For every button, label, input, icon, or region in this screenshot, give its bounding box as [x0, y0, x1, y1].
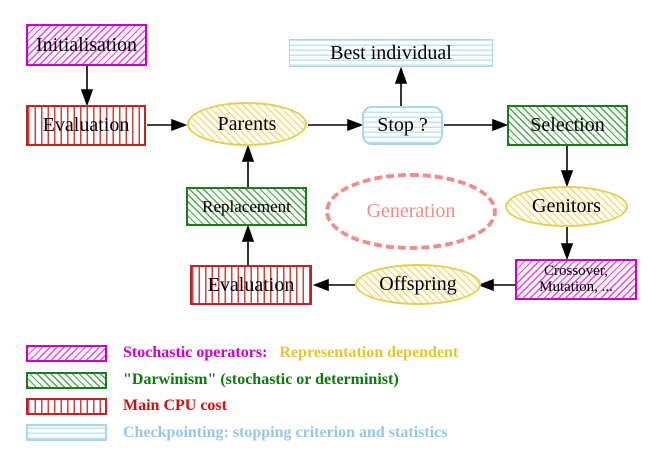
- node-evaluation-bottom: Evaluation: [190, 265, 312, 305]
- node-crossover-label-line2: Mutation, ...: [539, 278, 613, 295]
- legend-swatch-checkpointing: [26, 424, 107, 441]
- node-evaluation-bottom-label: Evaluation: [207, 273, 295, 296]
- legend-swatch-darwinism: [26, 372, 107, 389]
- node-best-individual: Best individual: [289, 39, 493, 67]
- legend-swatch-stochastic-operators: [26, 345, 107, 362]
- node-stop: Stop ?: [362, 106, 443, 145]
- legend-label-stochastic-operators: Stochastic operators:: [123, 344, 268, 361]
- node-selection: Selection: [507, 105, 628, 146]
- arrow-genitors-to-crossover: [560, 226, 574, 261]
- node-offspring-label: Offspring: [379, 273, 457, 296]
- node-genitors-label: Genitors: [532, 195, 601, 218]
- legend-label-darwinism: "Darwinism" (stochastic or determinist): [123, 371, 399, 388]
- node-best-individual-label: Best individual: [330, 41, 452, 64]
- node-crossover-mutation: Crossover, Mutation, ...: [515, 259, 637, 300]
- node-evaluation-top: Evaluation: [26, 105, 146, 146]
- node-crossover-label-line1: Crossover,: [544, 263, 608, 280]
- legend-swatch-main-cpu-cost: [26, 398, 107, 415]
- node-stop-label: Stop ?: [377, 114, 428, 137]
- node-genitors: Genitors: [505, 186, 628, 227]
- legend-label-main-cpu-cost: Main CPU cost: [123, 397, 227, 414]
- arrow-stop-to-best-individual: [394, 66, 408, 106]
- node-parents-label: Parents: [217, 112, 277, 135]
- node-selection-label: Selection: [530, 114, 605, 137]
- arrow-initialisation-to-evaluation: [80, 66, 94, 107]
- node-replacement: Replacement: [186, 187, 307, 226]
- arrow-crossover-to-offspring: [477, 278, 515, 292]
- node-offspring: Offspring: [355, 264, 481, 305]
- arrow-offspring-to-evaluation: [312, 278, 355, 292]
- legend-label-representation-dependent: Representation dependent: [279, 344, 459, 361]
- legend-label-checkpointing: Checkpointing: stopping criterion and st…: [123, 424, 448, 441]
- arrow-parents-to-stop: [308, 118, 364, 132]
- arrow-stop-to-selection: [444, 118, 509, 132]
- node-generation: Generation: [325, 173, 497, 250]
- arrow-evaluation-to-replacement: [241, 224, 255, 265]
- node-parents: Parents: [187, 102, 307, 146]
- node-initialisation-label: Initialisation: [35, 33, 138, 56]
- node-replacement-label: Replacement: [202, 196, 291, 216]
- arrow-replacement-to-parents: [241, 144, 255, 187]
- node-generation-label: Generation: [366, 200, 456, 223]
- arrow-evaluation-to-parents: [147, 118, 188, 132]
- arrow-selection-to-genitors: [560, 146, 574, 188]
- node-initialisation: Initialisation: [26, 24, 147, 66]
- node-evaluation-top-label: Evaluation: [42, 114, 130, 137]
